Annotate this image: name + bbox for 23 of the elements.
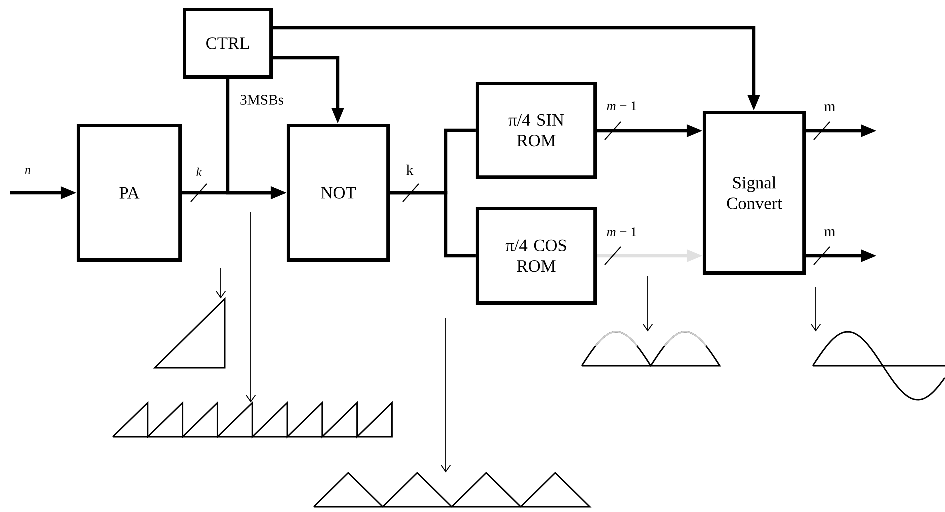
process-box: PA (76, 124, 182, 262)
edge-label: m − 1 (605, 100, 639, 112)
control-box: CTRL (183, 8, 273, 79)
rom-box: π/4 COS ROM (476, 207, 598, 305)
sawtooth-waveform-drawing (111, 401, 393, 439)
edge-label: 3MSBs (238, 94, 286, 106)
edge-label: n (24, 166, 32, 176)
edge-label: m (822, 103, 838, 113)
leader-arrow (642, 276, 654, 332)
leader-arrow (246, 212, 256, 403)
edge-label: k (195, 166, 203, 178)
leader-arrow (216, 268, 226, 299)
leader-arrow (440, 318, 452, 473)
rectified-sine-waveform-drawing (580, 331, 722, 368)
leader-arrow (810, 286, 822, 332)
triangle-waveform-drawing (312, 472, 592, 508)
edge-label: m (822, 228, 838, 238)
edge-label: m − 1 (605, 226, 639, 238)
edge-label: k (405, 164, 415, 176)
process-box: NOT (286, 124, 390, 262)
sine-waveform-drawing (812, 331, 945, 401)
rom-box: π/4 SIN ROM (476, 82, 598, 180)
process-box: Signal Convert (702, 111, 806, 275)
